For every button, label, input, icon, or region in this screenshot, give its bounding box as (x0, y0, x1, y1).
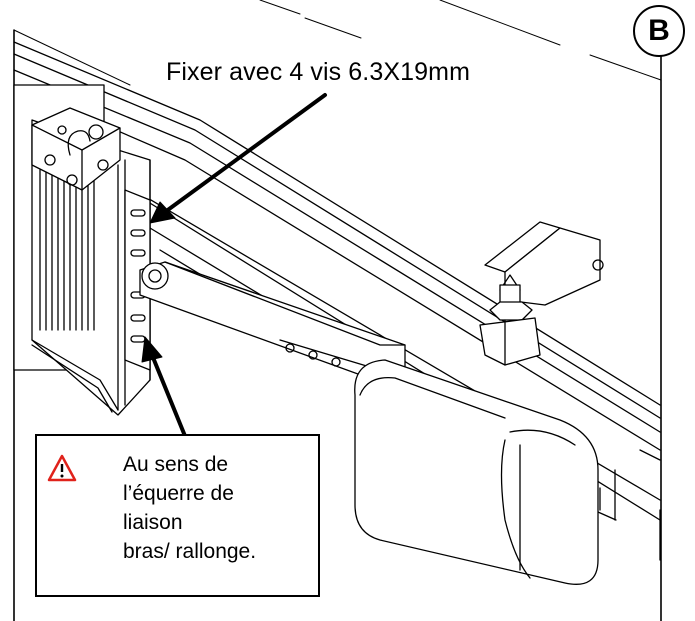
warning-triangle-icon (47, 454, 77, 482)
pointer-arrows (141, 93, 327, 438)
warning-note-text: Au sens de l’équerre de liaison bras/ ra… (123, 453, 257, 563)
warning-note: Au sens de l’équerre de liaison bras/ ra… (35, 434, 320, 597)
top-bracket (31, 107, 121, 191)
arm (139, 261, 406, 383)
badge-letter: B (648, 14, 670, 47)
header-box (13, 84, 151, 416)
screw-instruction: Fixer avec 4 vis 6.3X19mm (166, 58, 470, 86)
trolley-bracket (479, 221, 604, 366)
detail-badge: B (633, 5, 685, 57)
screw-pointer-arrow (163, 93, 327, 214)
ceiling-lines (13, 0, 662, 86)
operator-housing (354, 359, 599, 585)
bracket-pointer-arrow (150, 353, 187, 438)
slotted-bracket (124, 189, 151, 371)
